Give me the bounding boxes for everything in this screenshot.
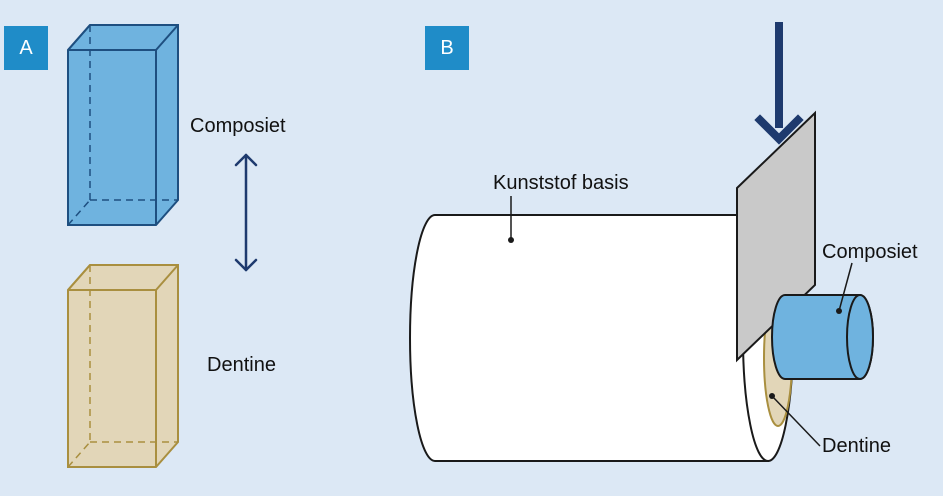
panel-a-badge: A bbox=[4, 26, 48, 70]
plastic-base-label: Kunststof basis bbox=[493, 172, 629, 194]
leader-line-base bbox=[508, 196, 514, 243]
force-arrow bbox=[754, 22, 804, 145]
panel-b-dentine-label: Dentine bbox=[822, 435, 891, 457]
bonding-double-arrow bbox=[234, 153, 258, 272]
panel-a-composite-label: Composiet bbox=[190, 115, 286, 137]
dentine-block bbox=[67, 264, 179, 468]
panel-a-dentine-label: Dentine bbox=[207, 354, 276, 376]
composite-cylinder bbox=[771, 294, 874, 380]
plastic-base-cylinder bbox=[409, 214, 794, 462]
leader-line-composite bbox=[836, 262, 853, 314]
panel-b-composite-label: Composiet bbox=[822, 241, 918, 263]
composite-block bbox=[67, 24, 179, 226]
panel-b-badge: B bbox=[425, 26, 469, 70]
leader-line-dentine bbox=[769, 393, 821, 447]
